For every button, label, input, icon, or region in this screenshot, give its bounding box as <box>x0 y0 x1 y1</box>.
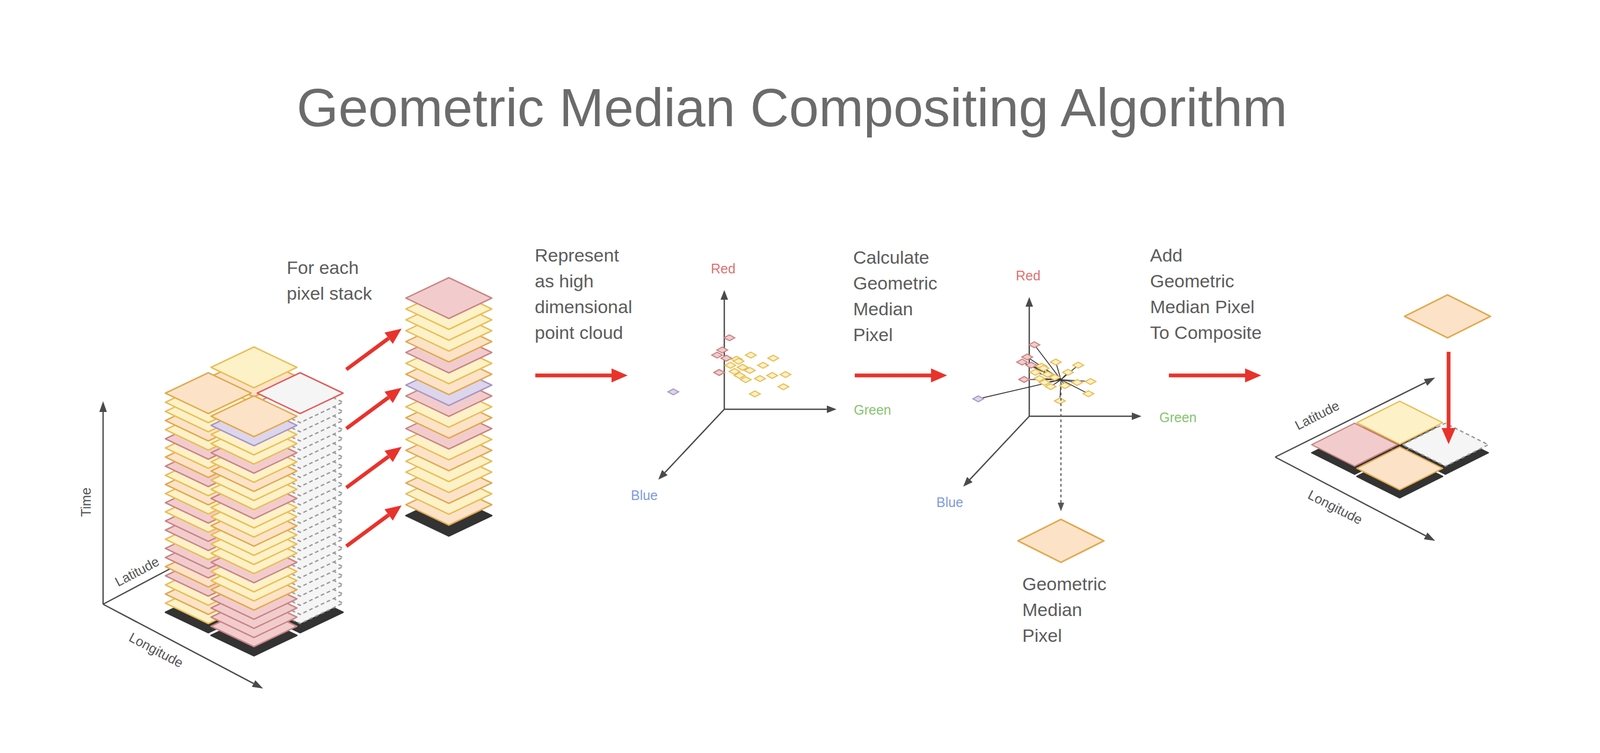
data-point <box>744 367 756 374</box>
data-point <box>711 352 723 359</box>
axis-label: Green <box>853 401 891 418</box>
red-arrow-head <box>384 387 402 403</box>
composite-tile <box>1356 446 1443 490</box>
plot2-green-axis <box>1029 415 1132 418</box>
plot1-green-axis-head <box>826 405 837 413</box>
geometric-median-pixel <box>1017 519 1104 563</box>
red-arrow-head <box>1245 368 1262 383</box>
data-point <box>734 372 746 379</box>
plot1-red-axis <box>723 299 726 410</box>
data-point <box>1071 379 1083 386</box>
red-arrow-head <box>611 368 628 383</box>
data-point <box>1050 359 1061 366</box>
data-point <box>757 362 769 369</box>
data-point <box>749 390 761 397</box>
pixel-stack <box>211 395 297 437</box>
data-point <box>1026 361 1037 368</box>
data-point <box>724 334 736 341</box>
red-arrow-head <box>384 328 402 344</box>
composite-latitude-axis-head <box>1423 377 1436 386</box>
data-point <box>1082 390 1094 397</box>
axis-label: Red <box>710 260 736 277</box>
red-arrow-head <box>931 368 948 383</box>
plot2-red-axis-head <box>1025 296 1034 307</box>
red-arrow <box>346 514 389 547</box>
plot1-blue-axis <box>664 409 725 473</box>
longitude-axis-head <box>251 679 264 689</box>
data-point <box>667 388 679 395</box>
distance-line <box>1034 344 1062 380</box>
red-arrow <box>346 456 389 488</box>
step-label: For each pixel stack <box>286 254 373 307</box>
median-pixel-tile <box>1404 294 1491 338</box>
median-projection <box>1060 381 1062 503</box>
distance-line <box>1060 365 1079 380</box>
pixel-label: Geometric Median Pixel <box>1022 570 1114 649</box>
data-point <box>1029 369 1041 376</box>
step-label: Add Geometric Median Pixel To Composite <box>1150 242 1272 346</box>
data-point <box>1072 361 1084 368</box>
data-point <box>1054 397 1066 404</box>
red-arrow <box>1446 351 1451 428</box>
plot1-blue-axis-head <box>658 469 668 480</box>
data-point <box>1085 378 1096 385</box>
red-arrow-head <box>384 505 402 521</box>
data-point <box>721 354 732 361</box>
data-point <box>716 346 728 353</box>
red-arrow <box>346 397 389 429</box>
data-point <box>745 352 756 359</box>
plot1-red-axis-head <box>720 289 729 300</box>
plot2-blue-axis-head <box>963 476 973 487</box>
red-arrow-head <box>1441 427 1456 445</box>
data-point <box>1062 369 1074 376</box>
data-point <box>1029 341 1040 348</box>
axis-label: Time <box>77 487 94 518</box>
data-point <box>780 371 791 378</box>
data-point <box>724 362 736 369</box>
axis-label: Longitude <box>1305 486 1365 528</box>
time-axis <box>102 411 105 605</box>
axis-label: Blue <box>630 486 658 504</box>
red-arrow <box>346 338 389 370</box>
red-arrow <box>854 373 932 378</box>
plot1-green-axis <box>724 408 827 411</box>
red-arrow <box>535 373 612 378</box>
data-point <box>754 375 766 382</box>
axis-label: Blue <box>936 493 964 511</box>
axis-label: Longitude <box>126 628 186 671</box>
distance-line <box>978 379 1061 399</box>
step-label: Calculate Geometric Median Pixel <box>853 244 946 348</box>
data-point <box>972 395 984 402</box>
plot2-green-axis-head <box>1131 412 1142 420</box>
data-point <box>1049 374 1061 381</box>
axis-label: Latitude <box>112 553 163 590</box>
data-point <box>777 383 789 390</box>
step-label: Represent as high dimensional point clou… <box>534 242 643 346</box>
title: Geometric Median Compositing Algorithm <box>296 75 1287 140</box>
plot2-blue-axis <box>969 416 1030 480</box>
plot2-red-axis <box>1028 306 1031 417</box>
red-arrow-head <box>384 446 402 462</box>
axis-label: Red <box>1015 267 1041 284</box>
data-point <box>766 372 778 379</box>
time-axis-head <box>99 401 107 412</box>
data-point <box>714 369 725 376</box>
single-pixel-stack <box>405 277 492 319</box>
composite-longitude-axis-head <box>1423 532 1436 541</box>
data-point <box>1016 359 1028 366</box>
data-point <box>1021 353 1033 360</box>
data-point <box>1038 365 1050 372</box>
median-projection-head <box>1057 502 1065 512</box>
data-point <box>733 358 745 365</box>
axis-label: Green <box>1159 409 1197 426</box>
data-point <box>767 354 779 361</box>
data-point <box>1019 376 1030 383</box>
red-arrow <box>1168 373 1246 378</box>
data-point <box>1039 379 1051 386</box>
